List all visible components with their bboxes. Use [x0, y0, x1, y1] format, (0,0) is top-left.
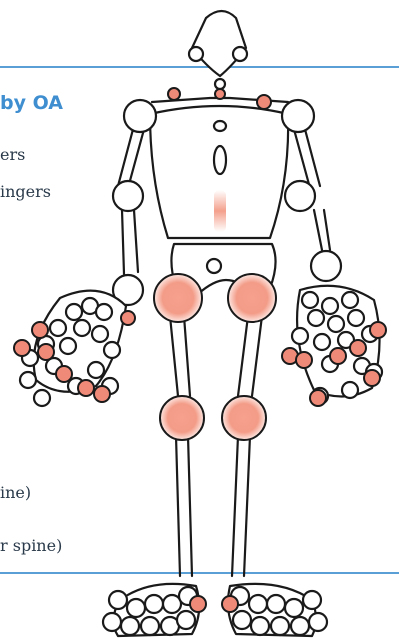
wrist-highlight [121, 311, 135, 325]
neck-vertebra [215, 79, 225, 89]
hip-joint-highlight [154, 274, 202, 322]
jaw-joint [233, 47, 247, 61]
jaw-joint [189, 47, 203, 61]
shoulder-joint [282, 100, 314, 132]
hip-joint-highlight [228, 274, 276, 322]
elbow-joint [285, 181, 315, 211]
left-foot [103, 584, 199, 636]
lumbar-spine-highlight [214, 190, 226, 232]
wrist-joint [311, 251, 341, 281]
skull [192, 11, 246, 76]
knee-joint-highlight [160, 396, 204, 440]
neck-highlight [215, 89, 225, 99]
left-hand [20, 291, 126, 406]
neck-side-highlight [168, 88, 180, 100]
neck-side-highlight [257, 95, 271, 109]
right-foot [228, 584, 327, 636]
elbow-joint [113, 181, 143, 211]
shoulder-joint [124, 100, 156, 132]
knee-joint-highlight [222, 396, 266, 440]
